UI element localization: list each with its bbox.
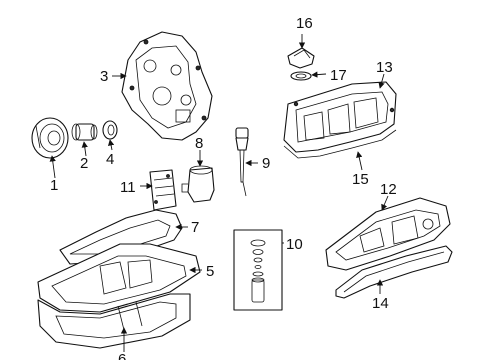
oil-filter-kit xyxy=(233,229,283,311)
valve-cover-left xyxy=(325,197,451,271)
upper-oil-pan xyxy=(37,243,201,313)
filter-housing xyxy=(181,165,215,203)
callout-5: 5 xyxy=(206,263,214,280)
valve-cover-gasket-right xyxy=(283,129,397,159)
front-seal xyxy=(102,120,118,140)
callout-8: 8 xyxy=(195,135,203,152)
leader-lines xyxy=(49,34,389,352)
callout-3: 3 xyxy=(100,68,108,85)
pulley-hub xyxy=(71,123,98,141)
callout-14: 14 xyxy=(372,295,389,312)
callout-6: 6 xyxy=(118,351,126,360)
oil-filler-cap xyxy=(287,47,315,69)
callout-7: 7 xyxy=(191,219,199,236)
callout-2: 2 xyxy=(80,155,88,172)
lower-oil-pan xyxy=(37,293,191,349)
callout-1: 1 xyxy=(50,177,58,194)
callout-15: 15 xyxy=(352,171,369,188)
callout-10: 10 xyxy=(286,236,303,253)
cap-seal-ring xyxy=(290,71,312,81)
crankshaft-pulley xyxy=(31,117,69,159)
callout-16: 16 xyxy=(296,15,313,32)
callout-9: 9 xyxy=(262,155,270,172)
callout-17: 17 xyxy=(330,67,347,84)
timing-cover xyxy=(121,31,213,141)
callout-11: 11 xyxy=(120,179,136,196)
oil-dipstick-tube xyxy=(235,127,249,197)
callout-12: 12 xyxy=(380,181,397,198)
callout-13: 13 xyxy=(376,59,393,76)
callout-4: 4 xyxy=(106,151,114,168)
valve-cover-right xyxy=(283,81,397,153)
valve-cover-gasket-left xyxy=(335,245,453,299)
oil-cooler xyxy=(149,169,177,211)
